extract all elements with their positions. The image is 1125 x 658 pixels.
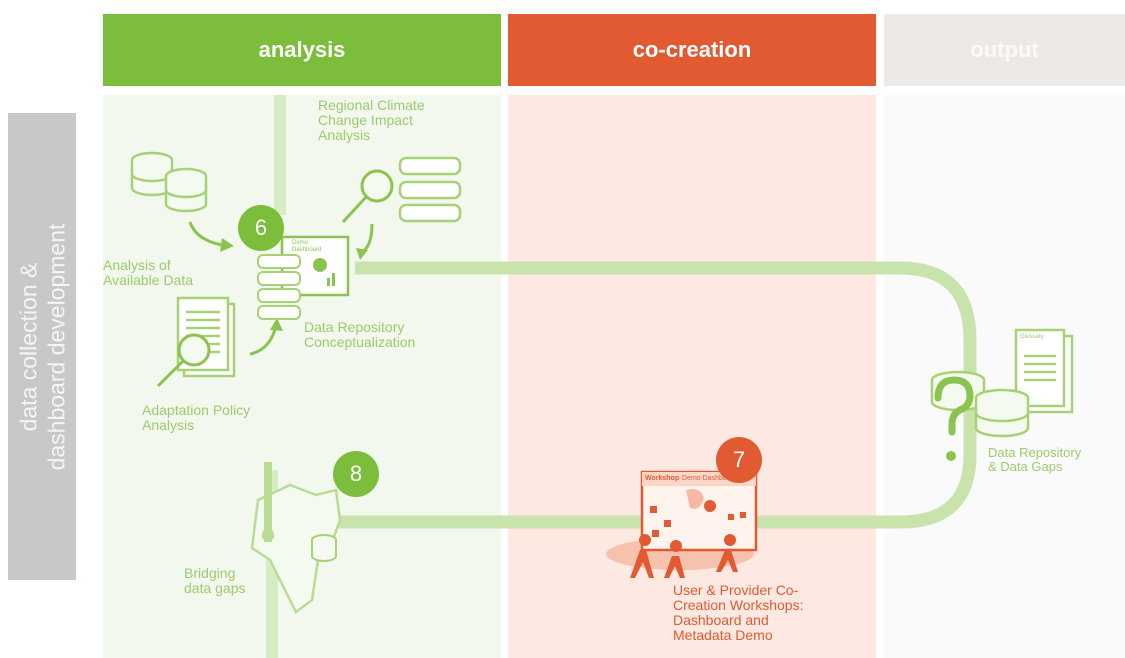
arrow-icon bbox=[249, 325, 278, 356]
step-7-badge: 7 bbox=[716, 437, 762, 483]
arrow-icon bbox=[188, 221, 223, 247]
output-column bbox=[884, 95, 1125, 658]
step-6-badge: 6 bbox=[238, 205, 284, 251]
arrow-head-icon bbox=[220, 238, 234, 252]
workshop-demo-text: Demo Dashboard bbox=[682, 475, 737, 482]
label-adaptation-policy: Adaptation Policy Analysis bbox=[142, 402, 251, 433]
magnifier-icon bbox=[156, 333, 211, 388]
database-icon bbox=[130, 151, 208, 213]
magnifier-icon bbox=[341, 169, 394, 224]
list-icon bbox=[398, 156, 462, 223]
dashboard-icon bbox=[257, 235, 350, 320]
question-mark-icon bbox=[934, 376, 974, 461]
side-band bbox=[8, 113, 76, 580]
label-repository-concept: Data Repository Conceptualization bbox=[304, 319, 416, 350]
arrow-head-icon bbox=[356, 248, 368, 260]
arrow-icon bbox=[361, 223, 374, 254]
demo-dashboard-text: Demo Dashboard bbox=[292, 240, 322, 253]
glossary-icon bbox=[1014, 328, 1074, 414]
label-workshops: User & Provider Co- Creation Workshops: … bbox=[673, 582, 804, 643]
workshop-text: Workshop bbox=[645, 475, 680, 482]
glossary-text: Glossary bbox=[1020, 334, 1044, 340]
label-available-data: Analysis of Available Data bbox=[103, 257, 194, 288]
pipe-vertical-top bbox=[274, 95, 286, 215]
step-8-badge: 8 bbox=[333, 451, 379, 497]
output-header: output bbox=[884, 14, 1125, 86]
label-repository-gaps: Data Repository & Data Gaps bbox=[988, 445, 1082, 474]
pin-icon bbox=[264, 462, 272, 542]
co-creation-header: co-creation bbox=[508, 14, 876, 86]
arrow-head-icon bbox=[270, 318, 283, 331]
person-icon bbox=[630, 534, 738, 578]
analysis-header: analysis bbox=[103, 14, 501, 86]
database-icon bbox=[311, 534, 337, 562]
label-bridging: Bridging data gaps bbox=[184, 565, 246, 596]
label-regional-climate: Regional Climate Change Impact Analysis bbox=[318, 97, 425, 143]
